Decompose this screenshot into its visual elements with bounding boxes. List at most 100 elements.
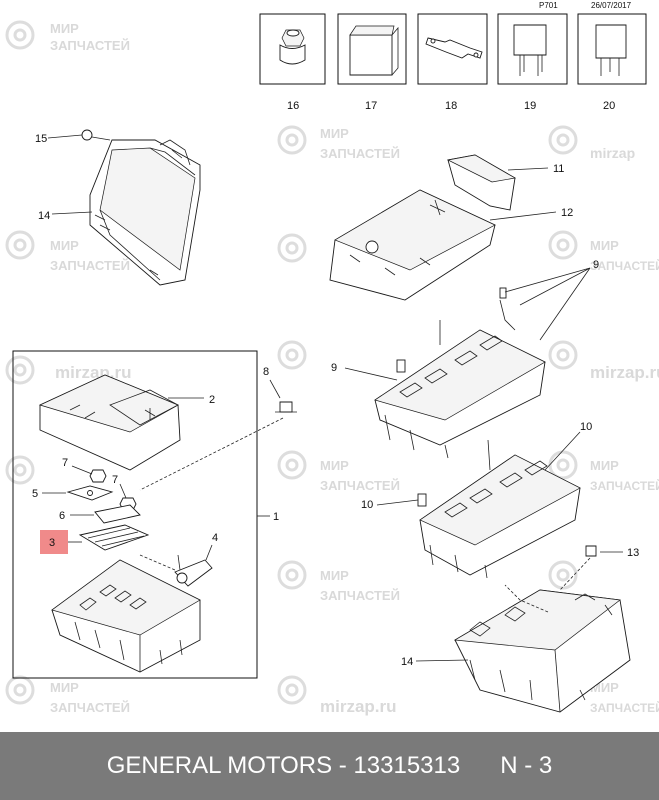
callout-4: 5 [32,488,38,500]
fuse-block-9[interactable] [374,287,546,459]
watermark-text: МИР [590,458,619,473]
highlight-box [40,530,68,554]
callout-18: 17 [365,100,377,112]
part-code-text: P701 [539,1,558,10]
watermark-text: МИР [50,680,79,695]
watermark-text: МИР [590,238,619,253]
part-4-bracket[interactable] [66,485,114,501]
watermark-logo-icon [548,340,578,370]
watermark-text: МИР [320,568,349,583]
watermark-logo-icon [548,560,578,590]
part-5-clamp[interactable] [174,554,213,587]
watermark-text: mirzap.ru [55,363,132,382]
footer-ref: N - 3 [500,752,553,779]
watermark-layer: МИР ЗАПЧАСТЕЙ МИР ЗАПЧАСТЕЙ mirzap МИР З… [5,20,659,716]
callout-2: 2 [209,394,215,406]
footer-bar: GENERAL MOTORS - 13315313 N - 3 [0,732,659,800]
watermark-text: mirzap.ru [320,697,397,716]
leader-line-8 [269,379,281,399]
callout-9: 9 [331,362,337,374]
watermark-logo-icon [548,230,578,260]
callout-14: 13 [627,547,639,559]
footer-brand: GENERAL MOTORS [106,752,333,779]
watermark-text: ЗАПЧАСТЕЙ [50,700,130,715]
watermark-text: ЗАПЧАСТЕЙ [320,478,400,493]
watermark-text: mirzap.ru [590,363,659,382]
watermark-text: МИР [320,126,349,141]
part-2-cover[interactable] [39,374,181,471]
footer-part-number: 13315313 [353,752,461,779]
watermark-logo-icon [5,675,35,705]
leader-line-15 [51,211,93,215]
callout-15: 14 [38,210,50,222]
watermark-logo-icon [277,450,307,480]
watermark-logo-icon [277,233,307,263]
leader-line-10b [544,431,581,471]
part-15-bracket[interactable] [89,139,201,286]
callout-19: 18 [445,100,457,112]
callout-11: 11 [553,163,564,175]
watermark-text: МИР [320,458,349,473]
watermark-text: МИР [50,238,79,253]
watermark-logo-icon [277,125,307,155]
watermark-text: ЗАПЧАСТЕЙ [50,258,130,273]
fuse-block-10[interactable] [417,439,581,579]
leader-line-11 [507,167,549,171]
parts-diagram: МИР ЗАПЧАСТЕЙ МИР ЗАПЧАСТЕЙ mirzap МИР З… [5,1,659,716]
callout-10-second: 10 [580,421,592,433]
watermark-text: ЗАПЧАСТЕЙ [590,478,659,493]
watermark-text: МИР [50,21,79,36]
leader-line-16 [47,134,83,139]
date-text: 26/07/2017 [591,1,632,10]
leader-line-12 [489,211,557,221]
callout-16: 15 [35,133,47,145]
part-11-cap[interactable] [446,154,517,211]
leader-line-10 [376,499,419,506]
footer-gap [460,752,500,780]
part-14-clip[interactable] [585,545,597,557]
part-18-box[interactable] [337,13,407,85]
watermark-text: ЗАПЧАСТЕЙ [320,588,400,603]
part-20-box[interactable] [497,13,568,85]
part-19-box[interactable] [417,13,488,85]
callout-8: 8 [263,366,269,378]
leader-line-5 [205,544,213,561]
watermark-logo-icon [5,355,35,385]
dashed-line [559,557,591,591]
watermark-logo-icon [277,340,307,370]
watermark-text: ЗАПЧАСТЕЙ [590,700,659,715]
watermark-text: ЗАПЧАСТЕЙ [50,38,130,53]
fuse-box-base[interactable] [51,559,201,673]
part-3-busbar[interactable] [78,524,150,551]
part-12-cover[interactable] [329,189,496,301]
callout-20: 19 [524,100,536,112]
watermark-logo-icon [277,675,307,705]
part-6-plate[interactable] [94,504,141,524]
watermark-logo-icon [5,455,35,485]
part-8-bolt[interactable] [275,401,297,413]
callout-7-second: 7 [112,474,118,486]
callout-12: 12 [561,207,573,219]
part-17-box[interactable] [259,13,326,85]
dashed-line [504,584,549,613]
callout-21: 20 [603,100,615,112]
dashed-line [139,554,176,571]
leader-line-7b [119,483,127,499]
dashed-line [139,417,284,491]
watermark-logo-icon [548,125,578,155]
part-13-housing[interactable] [453,589,631,713]
leader-line-9b [504,267,591,341]
callout-17: 16 [287,100,299,112]
part-21-box[interactable] [577,13,647,85]
watermark-logo-icon [277,560,307,590]
callout-10: 10 [361,499,373,511]
part-16-bolt[interactable] [81,129,111,141]
part-7-nut[interactable] [89,469,107,483]
callout-6: 6 [59,510,65,522]
watermark-logo-icon [548,450,578,480]
callout-13: 14 [401,656,413,668]
callout-5: 4 [212,532,218,544]
callout-9-second: 9 [593,259,599,271]
leader-line-7 [71,465,93,475]
leader-line-9 [344,367,398,381]
